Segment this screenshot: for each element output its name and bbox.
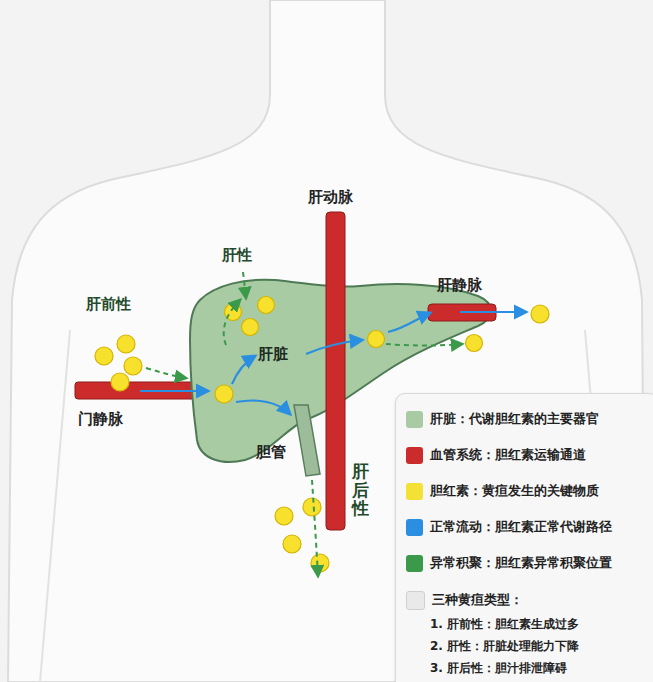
legend-row: 正常流动：胆红素正常代谢路径 [406,519,612,536]
organ-name: 肝脏 [258,345,288,363]
legend-text: 1. 肝前性：胆红素生成过多 [430,616,579,633]
legend-row: 1. 肝前性：胆红素生成过多 [430,616,579,633]
part-label: 肝后性 [352,462,369,518]
legend-swatch [406,411,423,428]
bile-duct [294,405,320,476]
legend-swatch [406,555,423,572]
legend-row: 2. 肝性：肝脏处理能力下降 [430,638,579,655]
legend-text: 异常积聚：胆红素异常积聚位置 [430,555,612,572]
legend-text: 2. 肝性：肝脏处理能力下降 [430,638,579,655]
legend-swatch [406,483,423,500]
organ-label: 肝脏 [258,344,290,364]
part-label: 肝前性 [86,295,131,313]
legend-row: 血管系统：胆红素运输通道 [406,447,586,464]
abnormal-arrow [146,272,462,576]
legend-text: 正常流动：胆红素正常代谢路径 [430,519,612,536]
legend-text: 肝脏：代谢胆红素的主要器官 [430,411,599,428]
legend-row: 肝脏：代谢胆红素的主要器官 [406,411,599,428]
part-label: 肝性 [222,246,252,264]
legend-row: 异常积聚：胆红素异常积聚位置 [406,555,612,572]
legend-row: 3. 肝后性：胆汁排泄障碍 [430,660,567,677]
part-label: 肝动脉 [308,188,353,206]
legend-text: 胆红素：黄疸发生的关键物质 [430,483,599,500]
legend-text: 3. 肝后性：胆汁排泄障碍 [430,660,567,677]
hepatic-artery [326,212,345,530]
part-label: 胆管 [256,443,286,461]
legend-panel: 肝脏：代谢胆红素的主要器官血管系统：胆红素运输通道胆红素：黄疸发生的关键物质正常… [395,393,653,682]
legend-text: 血管系统：胆红素运输通道 [430,447,586,464]
legend-row: 胆红素：黄疸发生的关键物质 [406,483,599,500]
legend-text: 三种黄疸类型： [432,592,523,609]
legend-swatch [406,591,425,610]
part-label: 肝静脉 [437,276,482,294]
legend-swatch [406,447,423,464]
legend-swatch [406,519,423,536]
part-label: 门静脉 [78,410,123,428]
legend-row: 三种黄疸类型： [406,591,523,610]
